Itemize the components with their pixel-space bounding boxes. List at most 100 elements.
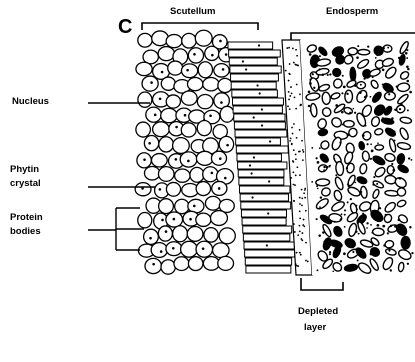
depleted-stipple [292,48,294,50]
endosperm-granule-dot [379,207,381,209]
endosperm-granule-dot [341,213,343,215]
parenchyma-cell [159,137,174,152]
depleted-stipple [299,225,301,227]
depleted-stipple [288,80,290,82]
endosperm-granule-dot [309,53,312,56]
endosperm-granule-dot [320,134,322,136]
protein-body-dot [173,218,176,221]
endosperm-granule-dot [403,54,405,56]
depleted-stipple [293,123,295,125]
endosperm-granule-dot [370,158,372,160]
endosperm-granule-dot [317,269,319,271]
nucleus-dot [258,44,260,46]
depleted-stipple [294,96,296,98]
endosperm-granule-dot [407,68,409,70]
endosperm-granule-dot [408,157,410,159]
depleted-stipple [291,143,293,145]
endosperm-granule-dot [400,103,403,106]
columnar-cell [246,266,291,273]
columnar-cell [238,162,287,169]
parenchyma-cell [214,64,229,77]
starch-granule [358,49,370,55]
endosperm-granule-dot [363,78,365,80]
starch-granule [316,179,330,186]
endosperm-granule-dot [313,87,315,89]
depleted-stipple [300,254,302,256]
nucleus-dot [259,92,261,94]
endosperm-granule-dot [329,251,331,253]
protein-label-line1: Protein [10,212,43,223]
endosperm-granule-dot [382,225,385,228]
nucleus-label: Nucleus [12,96,49,107]
depleted-stipple [298,151,300,153]
endosperm-granule-dot [334,221,336,223]
columnar-cell [236,138,281,145]
depleted-stipple [290,137,292,139]
endosperm-granule-dot [367,143,369,145]
columnar-cell [235,130,287,137]
protein-body-dot [193,53,196,56]
endosperm-granule-dot [341,92,343,94]
endosperm-granule-dot [317,161,320,164]
endosperm-granule-dot [316,185,318,187]
depleted-stipple [290,86,292,88]
depleted-layer-bracket [301,278,343,290]
columnar-cell [245,258,291,265]
endosperm-granule-dot [370,224,372,226]
parenchyma-cell [138,33,152,47]
phytin-label-line1: Phytin [10,164,39,175]
protein-body-dot [160,250,163,253]
parenchyma-cell [161,77,175,90]
columnar-cell [244,242,295,249]
depleted-stipple [291,127,293,129]
endosperm-granule-dot [333,158,335,160]
parenchyma-cell [146,107,161,122]
endosperm-granule-dot [309,110,311,112]
endosperm-granule-dot [370,96,372,98]
endosperm-granule-dot [377,142,379,144]
columnar-cell [242,218,286,225]
depleted-stipple [305,242,307,244]
endosperm-granule-dot [322,73,325,76]
parenchyma-cell [187,78,202,91]
endosperm-granule-dot [318,68,320,70]
scutellum-label: Scutellum [170,6,215,17]
protein-body-dot [189,218,192,221]
parenchyma-cell [175,199,189,213]
columnar-cell [240,194,288,201]
endosperm-granule-dot [342,75,344,77]
endosperm-granule-dot [396,85,398,87]
endosperm-granule-dot [383,47,385,49]
depleted-stipple [299,174,301,176]
depleted-stipple [297,234,299,236]
parenchyma-cell [181,64,197,78]
endosperm-granule-dot [347,269,349,271]
depleted-stipple [290,177,292,179]
parenchyma-cell [205,46,219,60]
columnar-cell [240,186,290,193]
depleted-stipple [288,47,290,49]
nucleus-dot [251,196,253,198]
depleted-stipple [288,91,290,93]
depleted-stipple [300,104,302,106]
endosperm-granule-dot [344,226,346,228]
endosperm-granule-dot [372,76,374,78]
starch-granule [397,82,410,92]
parenchyma-cell [173,138,190,154]
endosperm-granule-dot [362,213,364,215]
endosperm-granule-dot [356,208,358,210]
endosperm-granule-dot [316,218,318,220]
parenchyma-cell [136,122,151,137]
endosperm-granule-dot [360,84,362,86]
endosperm-granule-dot [322,231,324,233]
parenchyma-cell [205,196,220,210]
depleted-stipple [301,205,303,207]
depleted-stipple [296,252,298,254]
protein-body-dot [187,160,190,163]
depleted-stipple [289,63,291,65]
endosperm-granule-dot [402,72,404,74]
protein-body-dot [175,126,178,129]
depleted-stipple [294,231,296,233]
endosperm-granule-dot [407,263,409,265]
